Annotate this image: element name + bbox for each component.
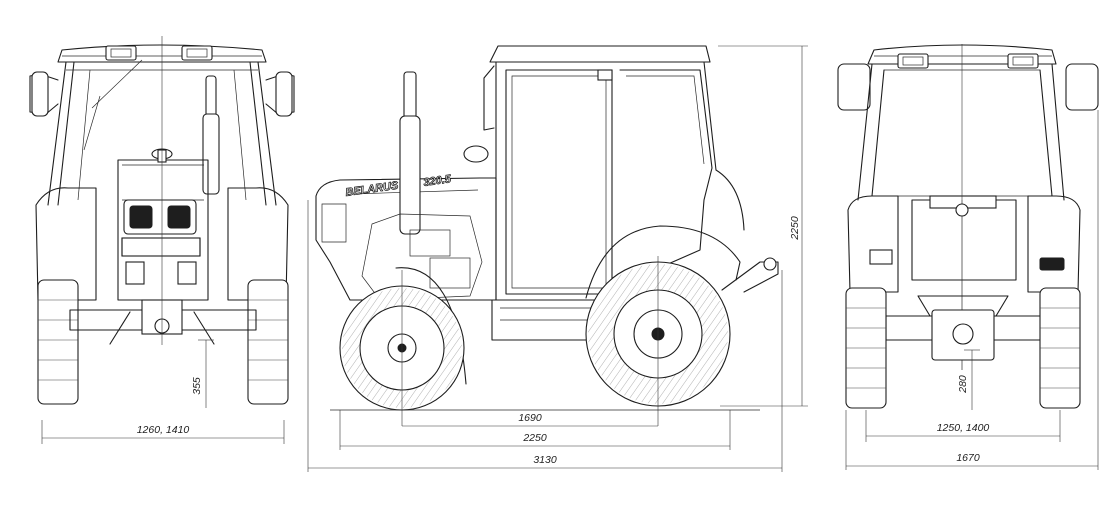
side-view: BELARUS 320.5 [307, 45, 808, 472]
brand-logo: BELARUS [345, 180, 400, 199]
rear-view: 355 1260, 1410 [29, 36, 295, 444]
overall-base-label: 2250 [522, 432, 547, 444]
front-view: 280 1250, 1400 1670 [837, 44, 1099, 470]
model-badge: 320.5 [423, 173, 453, 189]
overall-height-label: 2250 [789, 216, 801, 241]
work-light-icon [897, 53, 929, 69]
work-light-icon [181, 45, 213, 61]
front-track-label: 1250, 1400 [937, 422, 990, 434]
wheelbase-label: 1690 [518, 412, 542, 424]
overall-length-label: 3130 [533, 454, 557, 466]
rear-clearance-label: 355 [191, 377, 203, 395]
work-light-icon [1007, 53, 1039, 69]
rear-track-label: 1260, 1410 [137, 424, 190, 436]
work-light-icon [105, 45, 137, 61]
front-clearance-label: 280 [957, 375, 969, 394]
overall-width-label: 1670 [956, 452, 980, 464]
